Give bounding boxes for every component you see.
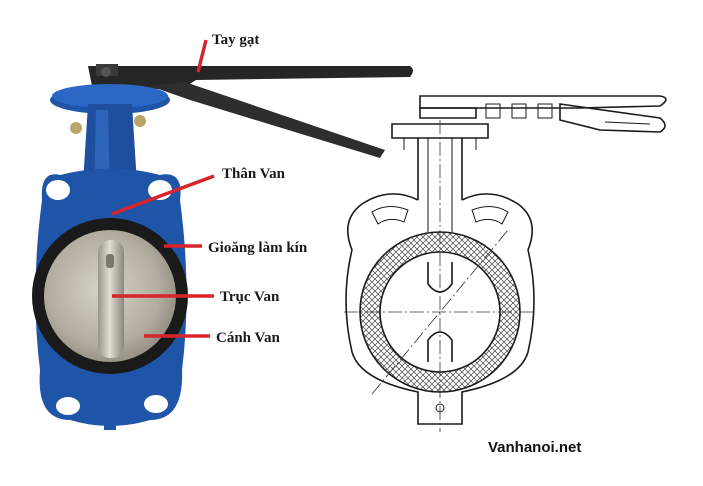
bolt bbox=[70, 122, 82, 134]
lug-hole bbox=[46, 180, 70, 200]
label-handle: Tay gạt bbox=[212, 32, 259, 48]
label-disc: Cánh Van bbox=[216, 330, 280, 346]
label-stem: Trục Van bbox=[220, 289, 280, 305]
watermark-site: Vanhanoi.net bbox=[488, 439, 581, 456]
valve-technical-drawing bbox=[344, 96, 666, 432]
lug-hole bbox=[56, 397, 80, 415]
drawing-handle bbox=[420, 96, 666, 132]
lug-hole bbox=[144, 395, 168, 413]
label-body: Thân Van bbox=[222, 166, 286, 182]
label-seal: Gioăng làm kín bbox=[208, 240, 308, 256]
bolt bbox=[134, 115, 146, 127]
